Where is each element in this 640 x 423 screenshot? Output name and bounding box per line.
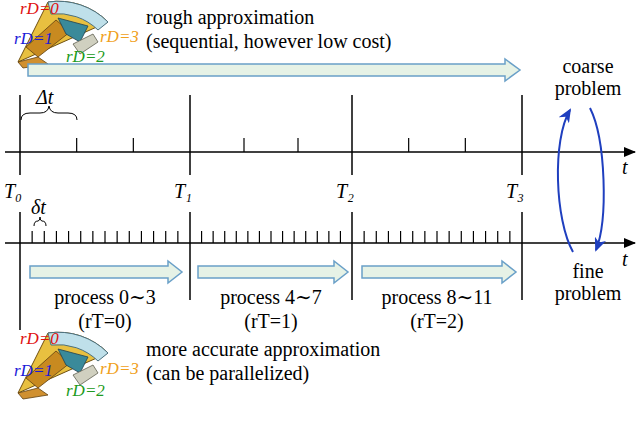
time-label: T₀	[4, 180, 22, 202]
domain-label: rD=1	[14, 362, 53, 381]
axis-label: t	[622, 156, 628, 178]
exchange-arrow	[558, 110, 573, 252]
description-text: (can be parallelized)	[146, 362, 309, 384]
description-text: more accurate approximation	[146, 338, 380, 360]
process-label: process 0∼3	[54, 286, 156, 308]
domain-label: rD=3	[100, 360, 139, 379]
dt-bracket	[34, 217, 46, 226]
time-label: T₂	[336, 180, 354, 202]
domain-label: rD=2	[66, 382, 105, 401]
minor-ticks	[32, 138, 510, 243]
rank-label: (rT=1)	[244, 310, 297, 332]
domain-label: rD=3	[100, 28, 139, 47]
problem-label: coarse problem	[548, 55, 628, 99]
description-text: rough approximation	[146, 6, 314, 28]
process-label: process 4∼7	[220, 286, 322, 308]
fine-arrow	[198, 261, 348, 283]
problem-label: fine problem	[548, 260, 628, 304]
major-ticks	[20, 95, 522, 330]
domain-label: rD=1	[14, 30, 53, 49]
time-label: T₁	[174, 180, 192, 202]
domain-label: rD=2	[66, 48, 105, 67]
time-axis	[5, 242, 635, 244]
axis-label: t	[622, 248, 628, 270]
dt-bracket	[21, 106, 77, 120]
rank-label: (rT=0)	[78, 310, 131, 332]
description-text: (sequential, however low cost)	[146, 30, 391, 52]
rank-label: (rT=2)	[410, 310, 463, 332]
process-label: process 8∼11	[382, 286, 493, 308]
time-label: T₃	[506, 180, 524, 202]
fine-arrow	[362, 261, 516, 283]
step-label: δt	[31, 196, 46, 218]
step-label: Δt	[36, 86, 53, 108]
time-axis	[5, 151, 635, 153]
fine-arrow	[30, 261, 182, 283]
domain-label: rD=0	[20, 0, 59, 19]
domain-label: rD=0	[20, 330, 59, 349]
exchange-arrow	[590, 108, 604, 250]
